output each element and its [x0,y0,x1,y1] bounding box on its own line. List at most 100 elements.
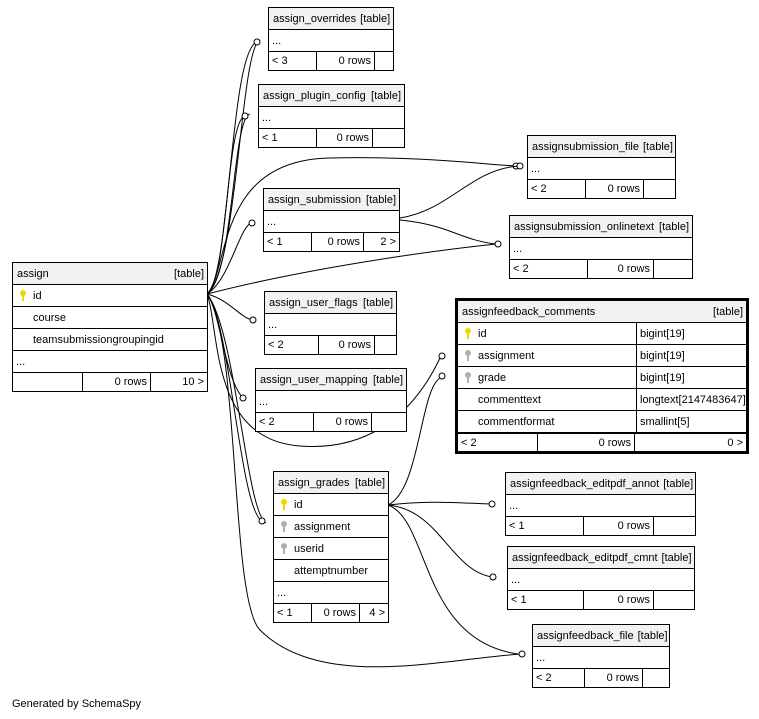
parents-count[interactable]: < 1 [506,517,584,535]
column-name: id [33,289,42,302]
table-tag: [table] [713,305,743,318]
column-row: id [13,285,207,307]
parents-count[interactable]: < 2 [533,669,585,687]
column-name: assignment [478,349,535,362]
table-tag: [table] [661,551,692,564]
column-name: commentformat [478,415,555,428]
parents-count[interactable]: < 1 [274,604,312,622]
table-assign-plugin-config[interactable]: assign_plugin_config[table] ... < 1 0 ro… [258,84,405,148]
table-tag: [table] [371,89,401,102]
column-name: assignment [294,520,351,533]
column-name: attemptnumber [294,564,368,577]
children-count[interactable]: 10 > [182,376,204,388]
children-count[interactable] [375,52,393,70]
table-assignfeedback-file[interactable]: assignfeedback_file[table] ... < 2 0 row… [532,624,670,688]
table-name: assign_overrides [273,12,357,25]
children-count[interactable] [654,260,692,278]
row-count: 0 rows [585,669,643,687]
column-name: teamsubmissiongroupingid [33,333,164,346]
edge-grades-feedbackcomments [387,377,441,506]
edge-end-plugin-config [241,112,249,120]
row-count: 0 rows [314,413,372,431]
table-name: assign_plugin_config [263,89,366,102]
children-count[interactable] [643,669,669,687]
more-columns: ... [264,211,399,233]
edge-end-userflags [249,316,257,324]
edge-end-submission [248,219,256,227]
table-tag: [table] [366,193,396,206]
table-name: assignfeedback_comments [462,305,596,318]
children-count[interactable] [372,413,406,431]
children-count[interactable] [654,591,694,609]
parents-count[interactable] [13,373,83,391]
more-columns: ... [274,582,388,604]
table-assignsubmission-onlinetext[interactable]: assignsubmission_onlinetext[table] ... <… [509,215,693,279]
table-assign-user-mapping[interactable]: assign_user_mapping[table] ... < 2 0 row… [255,368,407,432]
table-assign-grades[interactable]: assign_grades[table] id assignment useri… [273,471,389,623]
table-assign[interactable]: assign [table] id course teamsubmissiong… [12,262,208,392]
row-count: 0 rows [312,604,360,622]
edge-grades-ffile [387,504,519,655]
table-tag: [table] [360,12,391,25]
column-row: assignment bigint[19] [458,345,746,367]
more-columns: ... [528,158,675,180]
primary-key-icon [458,327,478,340]
column-row: attemptnumber [274,560,388,582]
table-assign-user-flags[interactable]: assign_user_flags[table] ... < 2 0 rows [264,291,397,355]
more-columns: ... [265,314,396,336]
row-count: 0 rows [584,591,654,609]
table-assign-overrides[interactable]: assign_overrides[table] ... < 3 0 rows [268,7,394,71]
edge-submission-onlinetext [399,219,497,245]
parents-count[interactable]: < 1 [259,129,317,147]
table-footer: < 1 0 rows [259,129,404,147]
table-tag: [table] [355,476,385,489]
table-footer: < 2 0 rows [256,413,406,431]
table-assignsubmission-file[interactable]: assignsubmission_file[table] ... < 2 0 r… [527,135,676,199]
children-count[interactable] [375,336,396,354]
parents-count[interactable]: < 2 [458,434,538,451]
table-name: assign_submission [268,193,361,206]
table-footer: < 1 0 rows 4 > [274,604,388,622]
parents-count[interactable]: < 1 [264,233,312,251]
edge-end-usermapping [239,394,247,402]
table-assignfeedback-comments[interactable]: assignfeedback_comments[table] id bigint… [455,298,749,454]
more-columns: ... [533,647,669,669]
row-count: 0 rows [83,373,151,391]
table-name: assignsubmission_file [532,140,639,153]
table-assignfeedback-editpdf-cmnt[interactable]: assignfeedback_editpdf_cmnt[table] ... <… [507,546,695,610]
children-count[interactable] [654,517,695,535]
parents-count[interactable]: < 1 [508,591,584,609]
table-name: assignsubmission_onlinetext [514,220,655,233]
edge-submission-subfile [399,165,519,219]
parents-count[interactable]: < 2 [256,413,314,431]
parents-count[interactable]: < 2 [265,336,319,354]
column-row: id [274,494,388,516]
children-count[interactable] [644,180,675,198]
foreign-key-icon [458,371,478,384]
table-assign-submission[interactable]: assign_submission[table] ... < 1 0 rows … [263,188,400,252]
children-count[interactable]: 2 > [380,236,396,248]
more-columns: ... [256,391,406,413]
children-count[interactable] [373,129,404,147]
row-count: 0 rows [317,52,375,70]
table-footer: < 2 0 rows [533,669,669,687]
children-count[interactable]: 4 > [369,607,385,619]
edge-end-feedbackcomments-a [438,352,446,360]
column-row: grade bigint[19] [458,367,746,389]
table-assignfeedback-editpdf-annot[interactable]: assignfeedback_editpdf_annot[table] ... … [505,472,696,536]
parents-count[interactable]: < 2 [510,260,588,278]
generated-by-label: Generated by SchemaSpy [12,698,142,710]
children-count[interactable]: 0 > [727,436,743,449]
edge-end-cmnt [489,573,497,581]
table-tag: [table] [373,373,403,386]
foreign-key-icon [274,520,294,533]
column-row: course [13,307,207,329]
column-name: commenttext [478,393,541,406]
row-count: 0 rows [588,260,654,278]
parents-count[interactable]: < 3 [269,52,317,70]
edge-end-annot [488,500,496,508]
parents-count[interactable]: < 2 [528,180,586,198]
column-type: bigint[19] [636,323,746,344]
more-columns: ... [508,569,694,591]
edge-assign-submission [206,222,253,295]
